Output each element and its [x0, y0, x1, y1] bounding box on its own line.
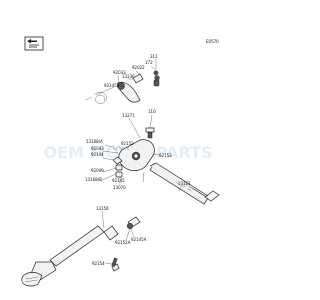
label-92145a: 92145A	[131, 237, 147, 242]
lever-bolt	[111, 257, 120, 272]
leader-lines	[95, 59, 183, 265]
torsion-spring	[85, 91, 107, 104]
label-13161: 13161	[178, 181, 191, 186]
label-13271: 13271	[122, 113, 135, 118]
linkage-rod	[126, 216, 141, 230]
label-92145b: 92145B	[104, 83, 120, 88]
label-13236: 13236	[122, 74, 135, 79]
shift-shaft	[149, 162, 220, 205]
label-92033: 92033	[113, 70, 126, 75]
label-13070: 13070	[113, 185, 126, 190]
label-13168b: 13168/B	[85, 177, 102, 182]
label-92152a: 92152A	[115, 240, 131, 245]
label-92049: 92049	[91, 168, 104, 173]
label-92153: 92153	[159, 153, 172, 158]
front-arrow-icon	[24, 36, 44, 51]
small-spring	[110, 145, 124, 150]
label-311: 311	[150, 54, 158, 59]
label-92154: 92154	[92, 261, 105, 266]
label-92144: 92144	[91, 152, 104, 157]
label-172: 172	[145, 60, 153, 65]
label-13168a: 13168/A	[86, 139, 103, 144]
figure-code: E0570	[206, 39, 219, 44]
label-13156: 13156	[96, 206, 109, 211]
label-92145: 92145	[112, 178, 125, 183]
stopper-bolt	[145, 127, 155, 139]
label-92043: 92043	[91, 146, 104, 151]
parts-diagram: OEM MOTORPARTS E0570	[21, 36, 220, 287]
shift-cam-plate	[112, 139, 155, 178]
label-110: 110	[148, 109, 156, 114]
part-labels: 311 172 92022 13236 92033 92145B 110 132…	[85, 54, 191, 266]
shift-lever	[21, 225, 119, 287]
label-92152: 92152	[121, 141, 134, 146]
label-92022: 92022	[132, 65, 145, 70]
